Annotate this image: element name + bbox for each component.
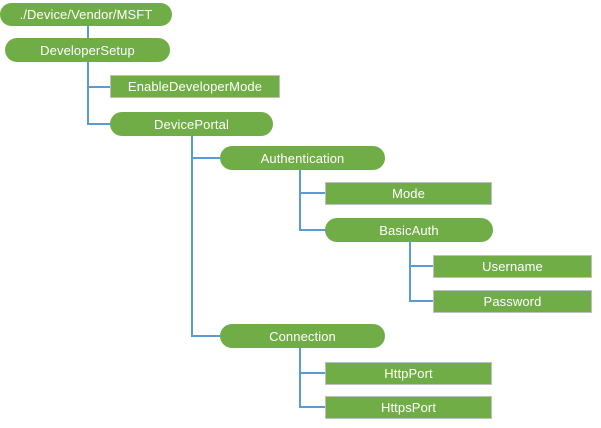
connector-connection-to-httpsport [299,347,326,408]
tree-node-label-enabledevelopermode: EnableDeveloperMode [127,79,263,94]
connector-authentication-to-mode [299,169,326,194]
tree-node-deviceportal[interactable]: DevicePortal [110,112,273,136]
tree-node-connection[interactable]: Connection [220,324,385,348]
tree-node-root[interactable]: ./Device/Vendor/MSFT [0,3,172,26]
connector-deviceportal-to-connection [191,135,221,337]
tree-node-label-root: ./Device/Vendor/MSFT [19,7,153,22]
tree-node-httpport[interactable]: HttpPort [325,362,492,385]
connector-developersetup-to-deviceportal [87,61,111,125]
tree-node-password[interactable]: Password [433,290,592,313]
tree-node-label-deviceportal: DevicePortal [154,116,229,132]
connector-connection-to-httpport [299,347,326,374]
tree-node-developersetup[interactable]: DeveloperSetup [5,38,170,62]
tree-node-label-username: Username [482,259,543,274]
connector-basicauth-to-username [409,241,434,267]
tree-node-label-developersetup: DeveloperSetup [40,42,135,58]
connector-deviceportal-to-authentication [191,135,221,159]
tree-node-username[interactable]: Username [433,255,592,278]
tree-node-label-httpsport: HttpsPort [380,400,437,415]
tree-node-enabledevelopermode[interactable]: EnableDeveloperMode [110,75,280,98]
tree-node-label-authentication: Authentication [260,150,345,166]
tree-node-httpsport[interactable]: HttpsPort [325,396,492,419]
tree-node-authentication[interactable]: Authentication [220,146,385,170]
tree-node-label-httpport: HttpPort [384,366,433,381]
tree-node-label-password: Password [483,294,542,309]
connector-authentication-to-basicauth [299,169,326,231]
tree-node-label-basicauth: BasicAuth [379,222,439,238]
connector-developersetup-to-enabledevelopermode [87,61,111,88]
tree-node-mode[interactable]: Mode [325,182,492,205]
tree-node-label-connection: Connection [269,328,336,344]
tree-node-label-mode: Mode [392,186,425,201]
connector-basicauth-to-password [409,241,434,302]
tree-node-basicauth[interactable]: BasicAuth [325,218,493,242]
